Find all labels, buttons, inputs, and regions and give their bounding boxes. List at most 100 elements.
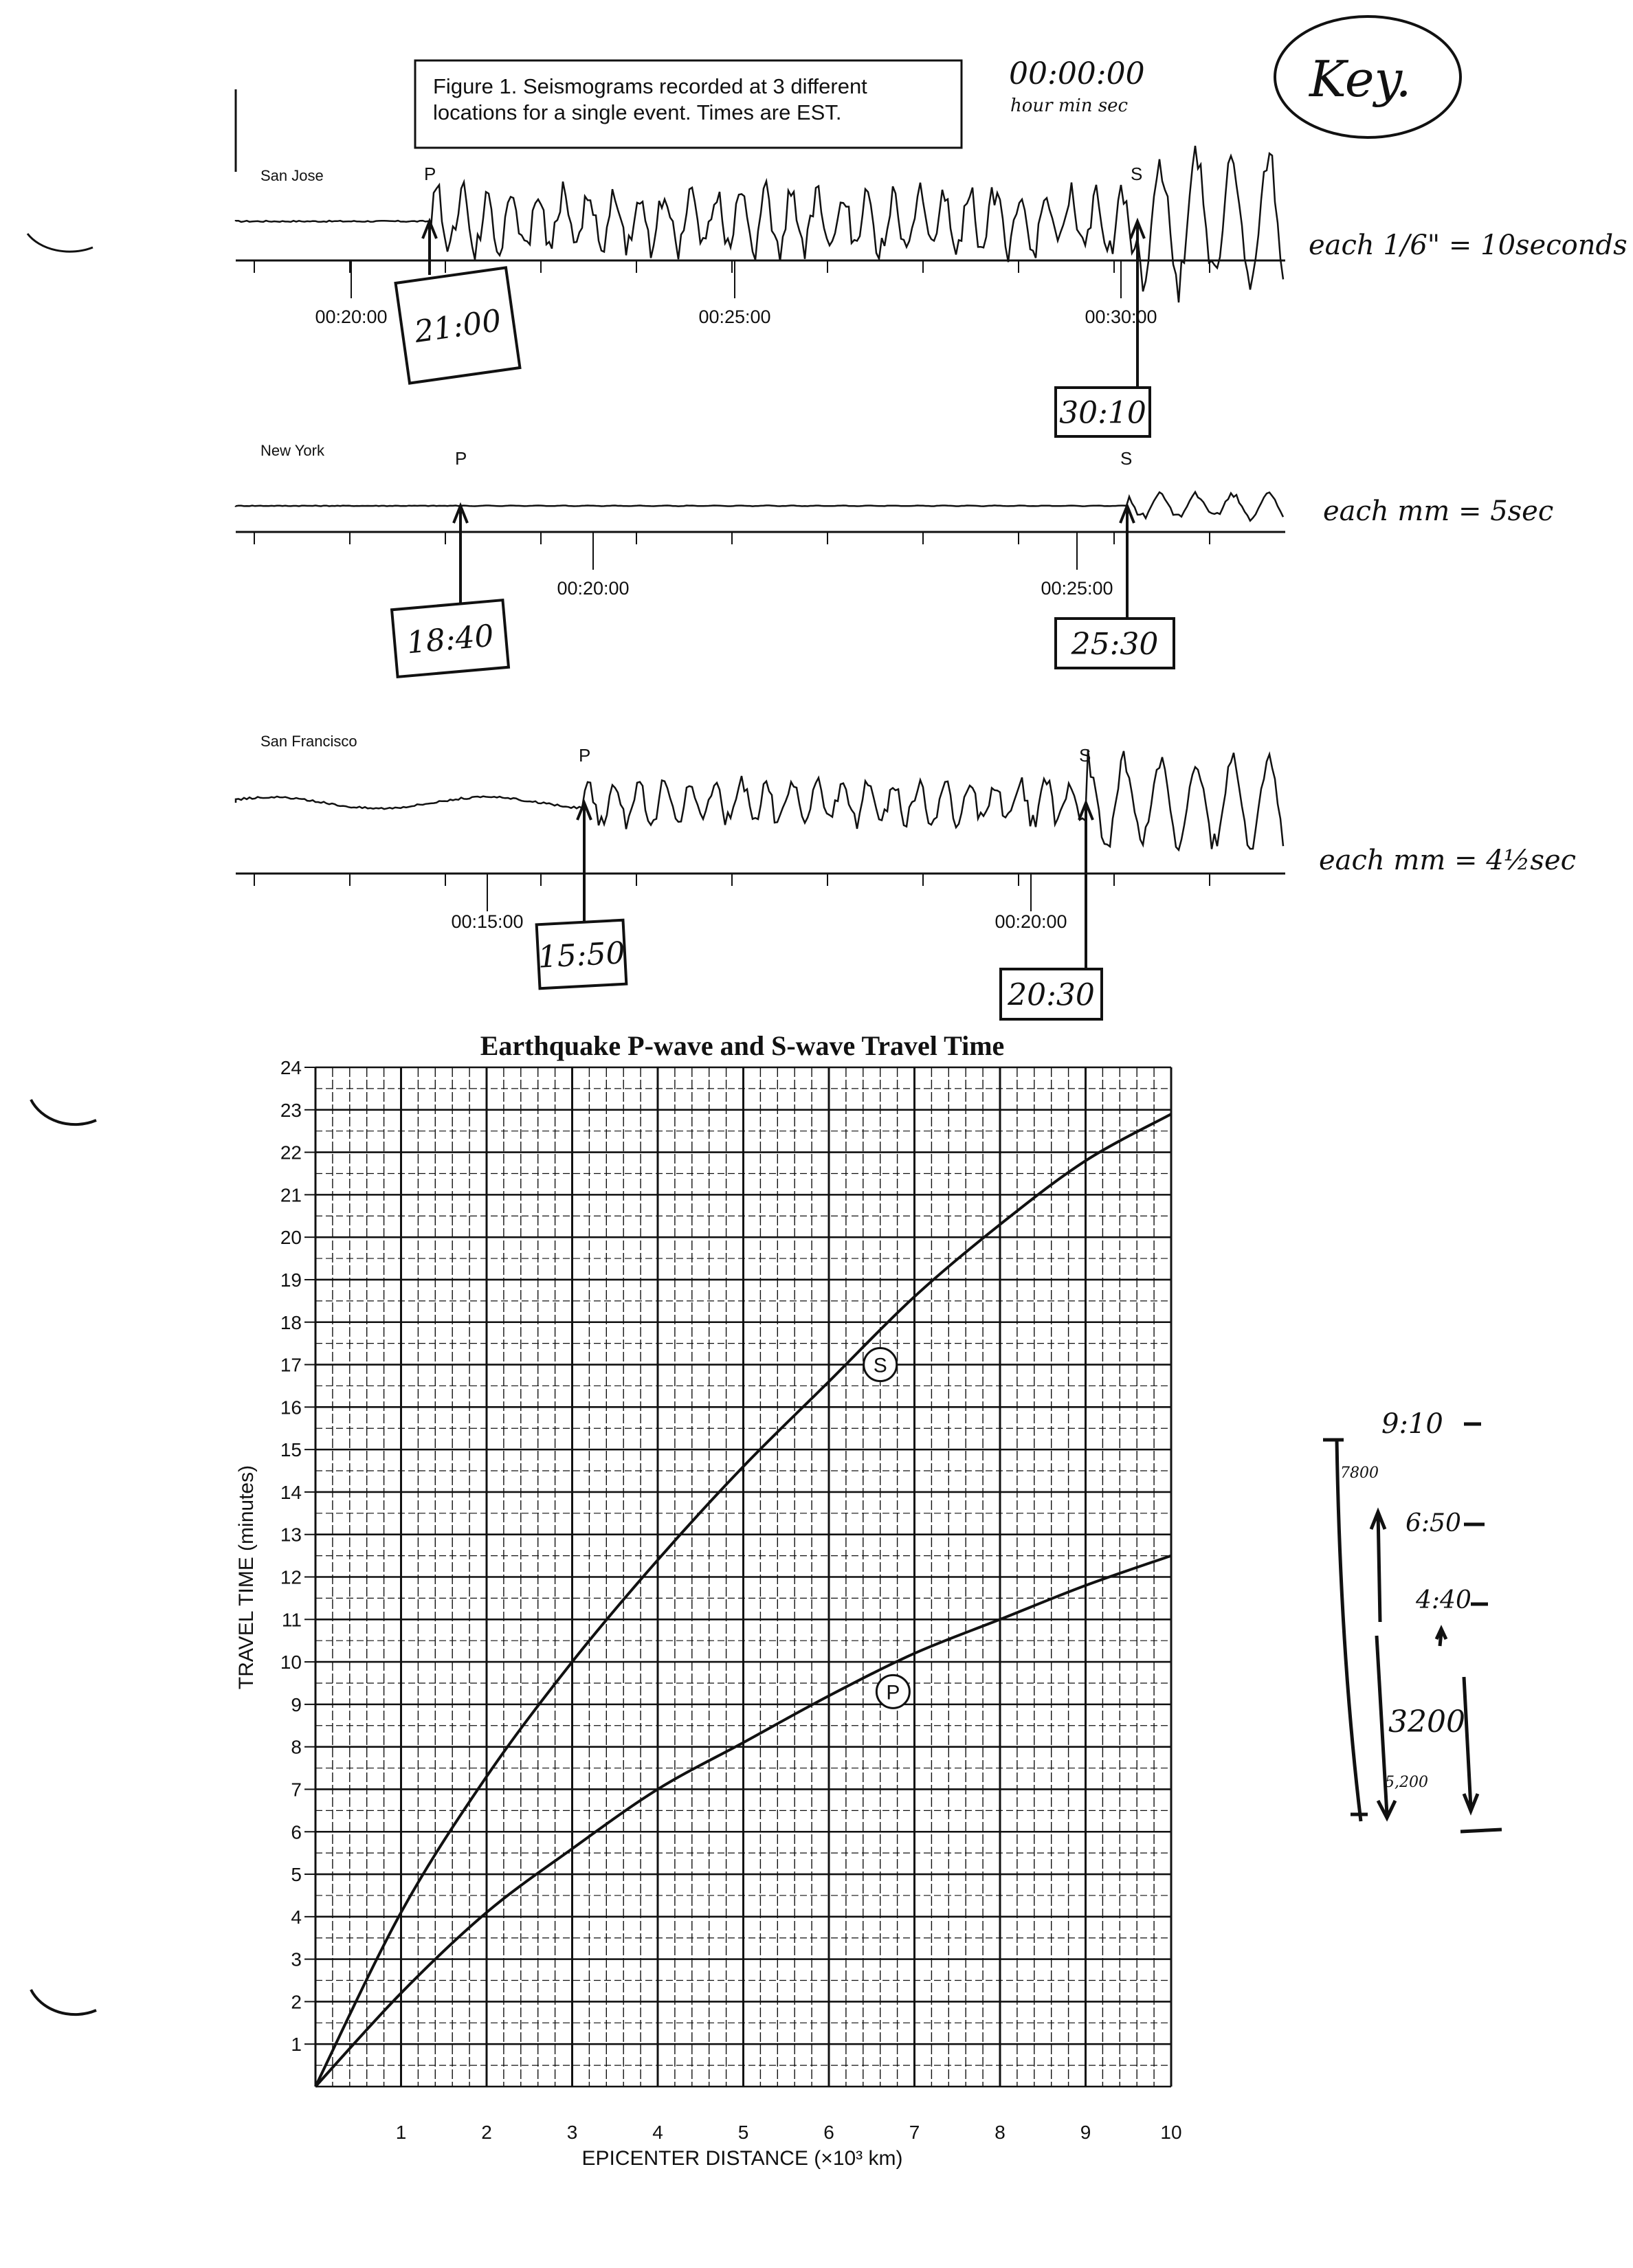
svg-text:15:50: 15:50 — [537, 935, 625, 975]
time-tick-label: 00:30:00 — [1085, 307, 1157, 327]
arrival-arrow — [576, 799, 592, 922]
time-tick-label: 00:20:00 — [995, 911, 1067, 932]
hole-punch — [30, 1989, 97, 2016]
key-stamp: Key. — [1274, 15, 1462, 139]
y-tick-label: 10 — [280, 1652, 302, 1673]
y-tick-label: 20 — [280, 1227, 302, 1248]
x-tick-label: 2 — [481, 2122, 492, 2143]
caption-line-1: Figure 1. Seismograms recorded at 3 diff… — [433, 74, 867, 98]
y-tick-label: 8 — [291, 1737, 302, 1758]
s-arrival-note: 25:30 — [1054, 617, 1175, 669]
y-tick-label: 22 — [280, 1142, 302, 1164]
station-label: San Jose — [260, 167, 324, 184]
chart-grid — [314, 1066, 1173, 2088]
time-units-note: hour min sec — [1010, 96, 1129, 116]
time-format-note: 00:00:00 — [1009, 56, 1145, 91]
s-arrival-note: 30:10 — [1054, 386, 1151, 438]
x-tick-label: 3 — [567, 2122, 578, 2143]
arrival-arrow — [452, 502, 469, 605]
s-curve-label: S — [874, 1355, 887, 1377]
p-wave-label: P — [455, 448, 467, 469]
x-axis-label: EPICENTER DISTANCE (×10³ km) — [581, 2147, 902, 2170]
s-wave-label: S — [1120, 448, 1132, 469]
time-tick-label: 00:20:00 — [557, 578, 629, 599]
figure-caption: Figure 1. Seismograms recorded at 3 diff… — [414, 59, 963, 149]
s-wave-curve — [314, 1113, 1172, 2087]
travel-time-chart: Earthquake P-wave and S-wave Travel Time… — [235, 1030, 1182, 2170]
station-label: New York — [260, 442, 325, 459]
p-curve-label-circle — [875, 1674, 911, 1709]
side-note-4-40: 4:40 — [1415, 1586, 1471, 1614]
y-tick-label: 2 — [291, 1991, 302, 2012]
time-tick-label: 00:20:00 — [315, 307, 387, 327]
seismogram-trace — [234, 749, 1285, 852]
side-note-5200: 5,200 — [1385, 1774, 1428, 1791]
s-arrival-note: 20:30 — [999, 968, 1103, 1021]
y-tick-label: 9 — [291, 1694, 302, 1715]
chart-curves: SP — [314, 1113, 1172, 2088]
hole-punch — [26, 233, 93, 253]
arrival-arrow — [1129, 217, 1146, 388]
y-tick-label: 17 — [280, 1355, 302, 1376]
y-tick-label: 18 — [280, 1312, 302, 1333]
y-tick-label: 5 — [291, 1864, 302, 1885]
s-wave-label: S — [1079, 745, 1091, 766]
x-tick-label: 10 — [1160, 2122, 1181, 2143]
station-label: San Francisco — [260, 733, 357, 750]
seismograms: San Jose 00:20:00 00:25:00 00:30:00P S 21:00 3… — [234, 145, 1628, 1021]
y-tick-label: 24 — [280, 1057, 302, 1078]
s-curve-label-circle — [863, 1347, 898, 1383]
y-tick-label: 15 — [280, 1439, 302, 1460]
y-tick-label: 13 — [280, 1524, 302, 1546]
svg-text:21:00: 21:00 — [412, 303, 504, 350]
seismogram-new-york: New York 00:20:00 00:25:00 P S 18:40 25:30 each… — [234, 442, 1553, 679]
p-wave-curve — [314, 1554, 1172, 2088]
p-arrival-note: 18:40 — [390, 598, 511, 679]
svg-text:30:10: 30:10 — [1059, 396, 1146, 431]
side-note-9-10: 9:10 — [1381, 1408, 1443, 1440]
chart-title: Earthquake P-wave and S-wave Travel Time — [480, 1030, 1005, 1061]
scale-note: each 1/6" = 10seconds — [1309, 230, 1628, 261]
p-arrival-note: 15:50 — [535, 918, 628, 990]
x-tick-label: 8 — [995, 2122, 1006, 2143]
time-tick-label: 00:25:00 — [1041, 578, 1113, 599]
y-tick-label: 11 — [282, 1609, 302, 1630]
chart-tick-labels: 1234567891011121314151617181920212223241… — [280, 1057, 1182, 2143]
scale-note: each mm = 4½sec — [1319, 845, 1576, 876]
key-label: Key. — [1308, 50, 1411, 108]
y-axis-label: TRAVEL TIME (minutes) — [235, 1465, 258, 1689]
p-wave-label: P — [579, 745, 590, 766]
arrival-arrow — [1078, 799, 1094, 969]
arrival-arrow — [421, 217, 438, 275]
svg-text:18:40: 18:40 — [406, 619, 496, 661]
x-tick-label: 5 — [738, 2122, 749, 2143]
side-note-6-50: 6:50 — [1406, 1509, 1461, 1537]
y-tick-label: 7 — [291, 1779, 302, 1800]
x-tick-label: 7 — [909, 2122, 920, 2143]
y-tick-label: 16 — [280, 1397, 302, 1418]
x-tick-label: 9 — [1080, 2122, 1091, 2143]
x-tick-label: 4 — [652, 2122, 663, 2143]
p-arrival-note: 21:00 — [394, 266, 522, 385]
seismogram-trace — [234, 145, 1285, 303]
s-wave-label: S — [1131, 164, 1142, 184]
p-curve-label: P — [886, 1681, 900, 1704]
arrival-arrow — [1119, 502, 1135, 619]
side-notes: 9:10 6:50 4:40 7800 3200 5,200 — [1323, 1408, 1502, 1834]
hole-punch — [30, 1099, 97, 1126]
scale-note: each mm = 5sec — [1323, 496, 1553, 527]
y-tick-label: 14 — [280, 1482, 302, 1503]
y-tick-label: 19 — [280, 1269, 302, 1291]
y-tick-label: 23 — [280, 1100, 302, 1121]
x-tick-label: 6 — [823, 2122, 834, 2143]
x-tick-label: 1 — [396, 2122, 407, 2143]
seismogram-trace — [234, 490, 1285, 522]
svg-text:25:30: 25:30 — [1071, 627, 1159, 662]
side-note-7800: 7800 — [1340, 1465, 1379, 1482]
y-tick-label: 6 — [291, 1821, 302, 1843]
time-tick-label: 00:25:00 — [698, 307, 770, 327]
svg-text:20:30: 20:30 — [1007, 978, 1095, 1013]
